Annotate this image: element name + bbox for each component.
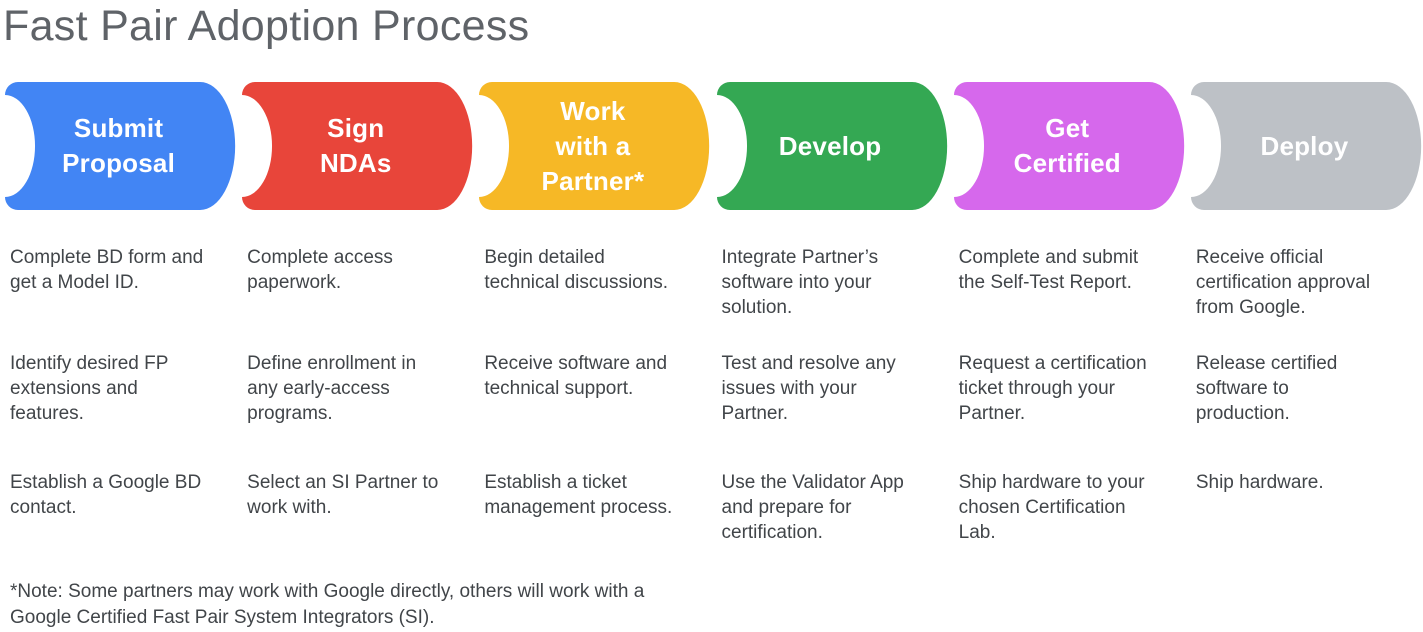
step-label: Submit Proposal — [62, 113, 175, 179]
detail-item: Integrate Partner’s software into your s… — [721, 247, 879, 319]
step-work-with-partner: Work with a Partner* — [474, 82, 711, 211]
step-sign-ndas: Sign NDAs — [237, 82, 474, 211]
detail-item: Identify desired FP extensions and featu… — [10, 353, 169, 425]
step-label: Work with a Partner* — [541, 95, 645, 196]
detail-item: Receive official certification approval … — [1195, 247, 1371, 319]
details-submit-proposal: Complete BD form and get a Model ID. Ide… — [0, 245, 237, 545]
step-shape-fill — [1190, 82, 1421, 211]
detail-item: Ship hardware to your chosen Certificati… — [958, 472, 1145, 544]
details-develop: Integrate Partner’s software into your s… — [712, 245, 949, 545]
process-steps-row: Submit Proposal Sign NDAs Work with a Pa… — [0, 82, 1423, 211]
step-label: Get Certified — [1013, 113, 1121, 179]
detail-item: Release certified software to production… — [1195, 353, 1338, 425]
details-work-with-partner: Begin detailed technical discussions. Re… — [474, 245, 711, 545]
detail-item: Select an SI Partner to work with. — [247, 472, 439, 519]
detail-item: Establish a Google BD contact. — [10, 472, 202, 519]
footnote-note: *Note: Some partners may work with Googl… — [10, 581, 645, 629]
step-get-certified: Get Certified — [949, 82, 1186, 211]
step-shape-fill — [953, 82, 1184, 211]
details-sign-ndas: Complete access paperwork. Define enroll… — [237, 245, 474, 545]
step-shape-work-with-partner — [479, 82, 710, 211]
detail-item: Complete BD form and get a Model ID. — [10, 247, 204, 294]
step-label: Deploy — [1260, 130, 1349, 161]
detail-item: Complete access paperwork. — [247, 247, 393, 294]
detail-item: Establish a ticket management process. — [484, 472, 673, 519]
detail-item: Request a certification ticket through y… — [958, 353, 1147, 425]
step-label: Develop — [778, 130, 882, 161]
step-submit-proposal: Submit Proposal — [0, 82, 237, 211]
detail-item: Complete and submit the Self-Test Report… — [958, 247, 1139, 294]
step-shape-deploy — [1190, 82, 1421, 211]
detail-item: Test and resolve any issues with your Pa… — [721, 353, 896, 425]
step-shape-fill — [716, 82, 947, 211]
step-deploy: Deploy — [1186, 82, 1423, 211]
step-develop: Develop — [712, 82, 949, 211]
detail-item: Use the Validator App and prepare for ce… — [721, 472, 904, 544]
step-shape-fill — [242, 82, 473, 211]
detail-item: Begin detailed technical discussions. — [484, 247, 669, 294]
step-label: Sign NDAs — [319, 113, 392, 179]
step-shape-submit-proposal — [5, 82, 236, 211]
details-get-certified: Complete and submit the Self-Test Report… — [949, 245, 1186, 545]
detail-item: Receive software and technical support. — [484, 353, 668, 400]
detail-item: Define enrollment in any early-access pr… — [247, 353, 417, 425]
step-shape-develop — [716, 82, 947, 211]
page-title: Fast Pair Adoption Process — [3, 2, 530, 50]
step-shape-get-certified — [953, 82, 1184, 211]
detail-item: Ship hardware. — [1195, 472, 1324, 494]
step-details-row: Complete BD form and get a Model ID. Ide… — [0, 245, 1423, 545]
details-deploy: Receive official certification approval … — [1186, 245, 1423, 545]
step-shape-fill — [479, 82, 710, 211]
step-shape-fill — [5, 82, 236, 211]
step-shape-sign-ndas — [242, 82, 473, 211]
